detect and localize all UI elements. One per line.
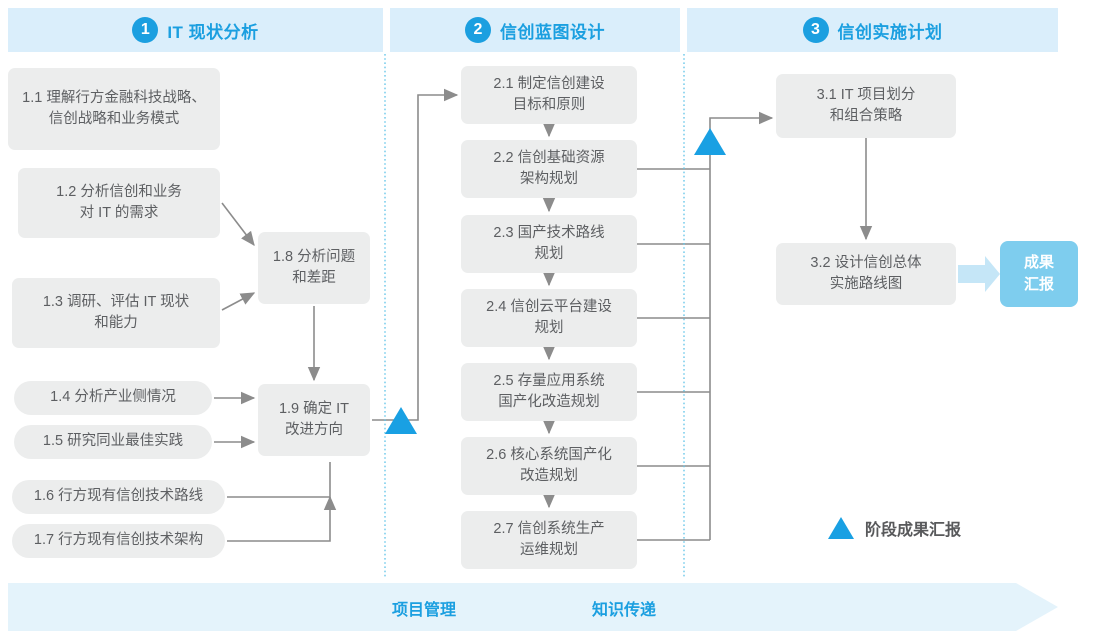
- chevron-right-icon: [1058, 8, 1080, 52]
- process-node-1-1[interactable]: 1.1 理解行方金融科技战略、 信创战略和业务模式: [8, 68, 220, 150]
- process-node-2-6[interactable]: 2.6 核心系统国产化 改造规划: [461, 437, 637, 495]
- process-node-2-7[interactable]: 2.7 信创系统生产 运维规划: [461, 511, 637, 569]
- process-node-1-3[interactable]: 1.3 调研、评估 IT 现状 和能力: [12, 278, 220, 348]
- legend: 阶段成果汇报: [828, 516, 961, 540]
- phase-title-2: 信创蓝图设计: [500, 22, 605, 42]
- phase-number-1: 1: [132, 17, 159, 43]
- milestone-triangle-1: [385, 407, 417, 434]
- process-node-2-2[interactable]: 2.2 信创基础资源 架构规划: [461, 140, 637, 198]
- phase-band-3: 3 信创实施计划: [687, 8, 1080, 52]
- phase-title-3: 信创实施计划: [837, 22, 943, 42]
- legend-label: 阶段成果汇报: [865, 522, 962, 539]
- result-arrow-icon: [958, 256, 1000, 292]
- result-node[interactable]: 成果 汇报: [1000, 241, 1078, 307]
- process-node-1-5[interactable]: 1.5 研究同业最佳实践: [14, 425, 212, 459]
- phase-number-2: 2: [465, 17, 491, 43]
- process-node-3-1[interactable]: 3.1 IT 项目划分 和组合策略: [776, 74, 956, 138]
- process-node-1-9[interactable]: 1.9 确定 IT 改进方向: [258, 384, 370, 456]
- process-node-1-7[interactable]: 1.7 行方现有信创技术架构: [12, 524, 225, 558]
- phase-title-1: IT 现状分析: [167, 22, 259, 42]
- process-node-1-6[interactable]: 1.6 行方现有信创技术路线: [12, 480, 225, 514]
- process-node-3-2[interactable]: 3.2 设计信创总体 实施路线图: [776, 243, 956, 305]
- milestone-triangle-2: [694, 128, 726, 155]
- process-node-1-8[interactable]: 1.8 分析问题 和差距: [258, 232, 370, 304]
- footer-item-knowledge-transfer: 知识传递: [592, 602, 657, 619]
- footer-item-project-management: 项目管理: [392, 602, 457, 619]
- footer-banner: [8, 583, 1058, 631]
- process-node-1-4[interactable]: 1.4 分析产业侧情况: [14, 381, 212, 415]
- phase-band-1: 1 IT 现状分析: [8, 8, 405, 52]
- process-node-2-5[interactable]: 2.5 存量应用系统 国产化改造规划: [461, 363, 637, 421]
- process-node-2-3[interactable]: 2.3 国产技术路线 规划: [461, 215, 637, 273]
- process-node-2-1[interactable]: 2.1 制定信创建设 目标和原则: [461, 66, 637, 124]
- phase-number-3: 3: [802, 17, 829, 43]
- phase-band-2: 2 信创蓝图设计: [390, 8, 702, 52]
- process-node-1-2[interactable]: 1.2 分析信创和业务 对 IT 的需求: [18, 168, 220, 238]
- triangle-up-icon: [828, 517, 854, 539]
- process-node-2-4[interactable]: 2.4 信创云平台建设 规划: [461, 289, 637, 347]
